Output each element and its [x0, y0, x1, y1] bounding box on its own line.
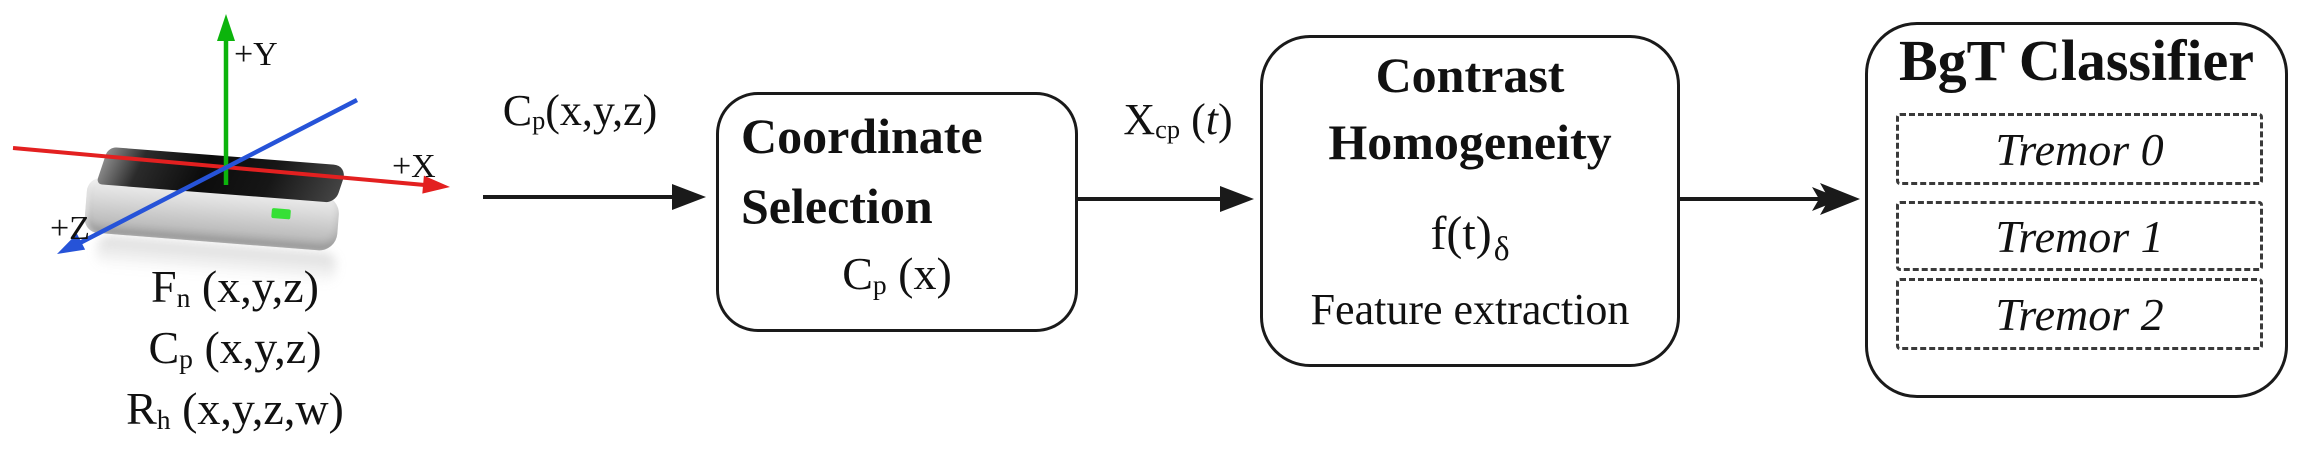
contrast-homogeneity-box: Contrast Homogeneity f(t)δ Feature extra… [1260, 35, 1680, 367]
flow-arrow-1-head [672, 184, 706, 210]
flow-arrow-2-head [1220, 186, 1254, 212]
arrow2-sub: cp [1155, 114, 1181, 145]
bgt-classifier-box: BgT Classifier Tremor 0 Tremor 1 Tremor … [1865, 22, 2288, 398]
coordinate-selection-title-line1: Coordinate [741, 108, 983, 164]
z-axis-label: +Z [50, 210, 90, 247]
signal-rh: Rh (x,y,z,w) [85, 382, 385, 435]
tremor-class-2-label: Tremor 2 [1995, 288, 2164, 340]
ch-formula-sub: δ [1493, 230, 1510, 268]
signal-rh-args: (x,y,z,w) [170, 383, 344, 434]
signal-fn-sub: n [176, 281, 191, 313]
coordinate-selection-title-line2: Selection [741, 178, 933, 234]
signal-fn-args: (x,y,z) [190, 261, 319, 312]
coordinate-selection-formula: Cp (x) [719, 247, 1075, 300]
signal-rh-base: R [126, 383, 157, 434]
coordinate-selection-title: Coordinate Selection [741, 101, 983, 241]
signal-fn: Fn (x,y,z) [85, 260, 385, 313]
arrow1-base: C [502, 86, 533, 135]
cs-formula-sub: p [872, 268, 887, 300]
cs-formula-args: (x) [886, 248, 952, 299]
tremor-class-1-label: Tremor 1 [1995, 210, 2164, 262]
cs-formula-base: C [842, 248, 873, 299]
arrow2-signal-label: Xcp (t) [1058, 94, 1298, 145]
signal-cp-args: (x,y,z) [192, 322, 322, 373]
contrast-homogeneity-subtitle: Feature extraction [1310, 285, 1630, 334]
arrow2-var: t [1205, 95, 1218, 144]
tremor-class-1: Tremor 1 [1896, 201, 2263, 271]
signal-fn-base: F [151, 261, 177, 312]
arrow2-base: X [1123, 95, 1156, 144]
y-axis-label: +Y [234, 36, 278, 73]
contrast-homogeneity-formula: f(t)δ [1263, 206, 1677, 268]
signal-cp-base: C [148, 322, 180, 373]
x-axis-label: +X [392, 148, 436, 185]
arrow1-sub: p [532, 105, 546, 136]
coordinate-selection-box: Coordinate Selection Cp (x) [716, 92, 1078, 332]
flow-arrow-3-head-inner [1812, 187, 1842, 211]
arrow2-close: ) [1217, 95, 1233, 144]
contrast-homogeneity-title-line2: Homogeneity [1328, 114, 1612, 170]
ch-formula-main: f(t) [1430, 207, 1492, 260]
arrow2-open: ( [1180, 95, 1206, 144]
signal-cp: Cp (x,y,z) [85, 321, 385, 374]
y-axis-arrowhead [217, 14, 235, 41]
tremor-class-0-label: Tremor 0 [1995, 123, 2164, 175]
tremor-class-2: Tremor 2 [1896, 278, 2263, 350]
flow-arrow-3-head [1820, 183, 1860, 215]
arrow1-args: (x,y,z) [545, 86, 658, 135]
signal-cp-sub: p [179, 342, 193, 374]
bgt-classifier-title: BgT Classifier [1899, 28, 2254, 93]
signal-rh-sub: h [156, 403, 171, 435]
contrast-homogeneity-title-line1: Contrast [1375, 47, 1565, 103]
arrow1-signal-label: Cp(x,y,z) [455, 85, 705, 136]
tremor-class-0: Tremor 0 [1896, 113, 2263, 185]
contrast-homogeneity-title: Contrast Homogeneity [1263, 42, 1677, 176]
